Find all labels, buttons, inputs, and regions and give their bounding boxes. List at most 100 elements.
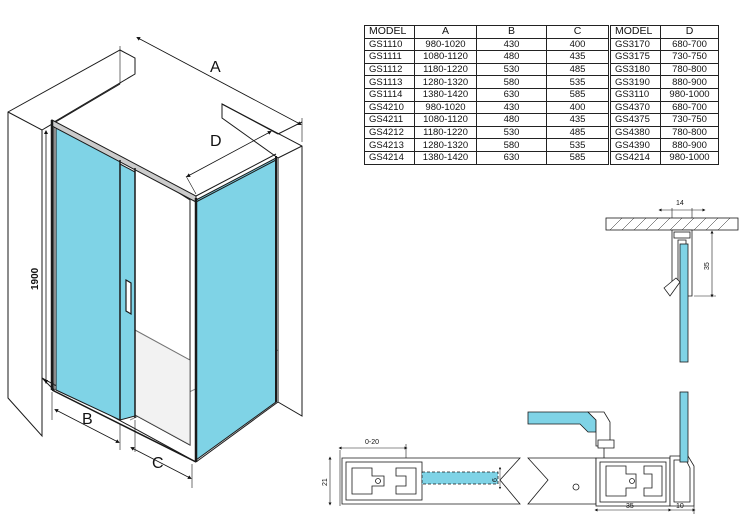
dimension-b [51,392,121,450]
table-header-row: MODEL D [610,25,719,39]
table-cell: GS4380 [610,125,661,140]
label-c: C [152,455,164,472]
table-cell: 1180-1220 [414,62,477,77]
header-model: MODEL [610,25,661,39]
label-profile-width: 14 [676,200,684,207]
table-cell: 485 [546,125,609,140]
bottom-right-glass [679,391,689,463]
table-cell: 630 [476,150,547,165]
table-cell: 430 [476,37,547,52]
label-base-edge: 10 [676,503,684,510]
enclosure-view [7,49,303,463]
header-model: MODEL [364,25,415,39]
door-seal [527,411,597,433]
table-cell: 400 [546,100,609,115]
table-cell: 480 [476,50,547,64]
table-cell: 1180-1220 [414,125,477,140]
table-cell: 680-700 [660,100,719,115]
dimension-c [130,420,193,488]
table-cell: 780-800 [660,125,719,140]
table-cell: GS4370 [610,100,661,115]
label-b: B [82,411,93,428]
table-cell: 730-750 [660,50,719,64]
table-cell: GS4375 [610,113,661,127]
label-frame-height: 21 [322,478,329,486]
table-cell: 780-800 [660,62,719,77]
table-cell: GS1113 [364,75,415,89]
table-cell: 880-900 [660,75,719,89]
table-cell: 535 [546,138,609,152]
table-cell: 680-700 [660,37,719,52]
table-cell: 980-1000 [660,87,719,102]
side-panel-glass [195,157,277,461]
label-base-width: 35 [626,503,634,510]
table-cell: GS3180 [610,62,661,77]
table-cell: GS4210 [364,100,415,115]
table-cell: GS4214 [364,150,415,165]
table-cell: 580 [476,75,547,89]
dimension-a [119,37,303,142]
table-cell: 980-1000 [660,150,719,165]
table-cell: 980-1020 [414,100,477,115]
table-cell: 485 [546,62,609,77]
table-header-row: MODEL A B C [364,25,609,39]
table-cell: 400 [546,37,609,52]
table-cell: GS4213 [364,138,415,152]
table-cell: GS3190 [610,75,661,89]
header-c: C [546,25,609,39]
table-cell: 1380-1420 [414,150,477,165]
table-cell: 535 [546,75,609,89]
table-cell: GS3110 [610,87,661,102]
table-cell: 1080-1120 [414,50,477,64]
table-cell: GS3175 [610,50,661,64]
label-adjust-range: 0-20 [365,439,379,446]
label-profile-depth: 35 [704,262,711,270]
header-b: B [476,25,547,39]
table-cell: 530 [476,125,547,140]
table-cell: 585 [546,150,609,165]
table-cell: GS4212 [364,125,415,140]
table-cell: GS3170 [610,37,661,52]
table-cell: 980-1020 [414,37,477,52]
header-a: A [414,25,477,39]
label-height: 1900 [30,267,41,290]
bottom-section-right [527,391,696,514]
table-cell: 1080-1120 [414,113,477,127]
dimension-d [185,131,272,195]
table-cell: 480 [476,113,547,127]
table-cell: GS4390 [610,138,661,152]
table-cell: 435 [546,113,609,127]
table-cell: 880-900 [660,138,719,152]
table-cell: GS4211 [364,113,415,127]
table-cell: GS1110 [364,37,415,52]
table-cell: GS1112 [364,62,415,77]
table-cell: 1380-1420 [414,87,477,102]
table-cell: 585 [546,87,609,102]
label-d: D [210,133,222,150]
bottom-section-left [328,444,521,506]
label-a: A [210,59,221,76]
table-cell: GS1111 [364,50,415,64]
table-cell: 430 [476,100,547,115]
left-wall [7,49,136,438]
